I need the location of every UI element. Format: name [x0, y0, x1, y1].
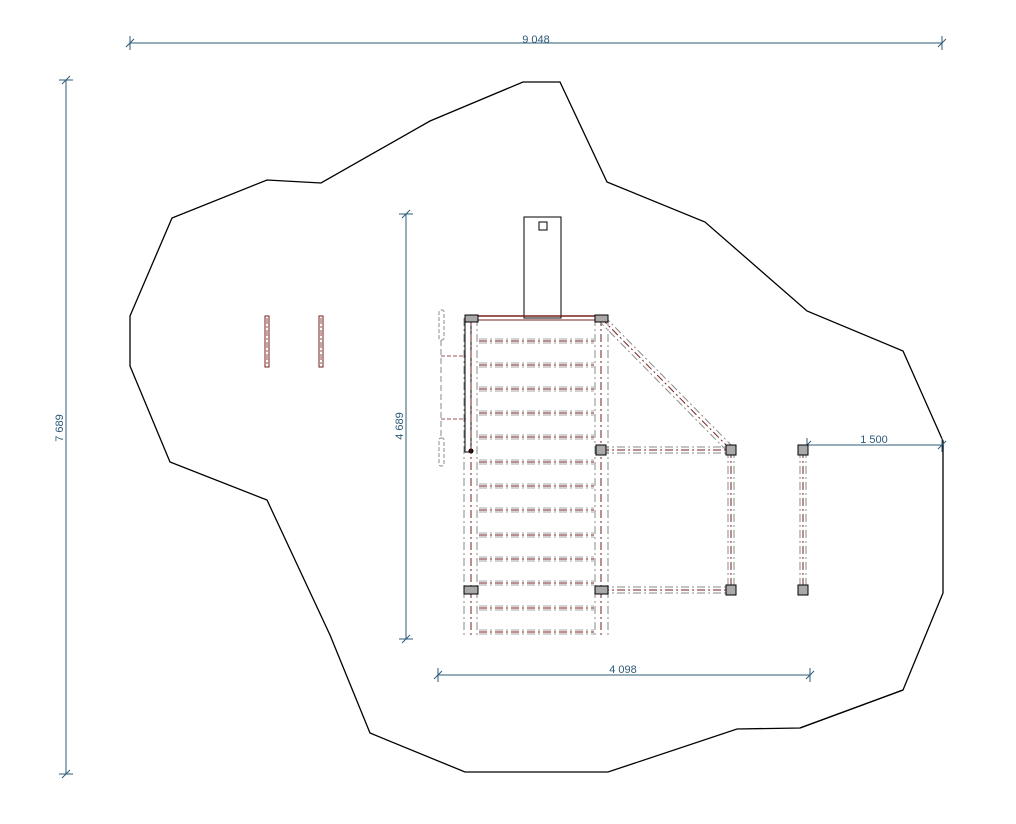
dimension-label-overall-width: 9 048 — [522, 34, 550, 46]
dimension-structure-width: 4 098 — [433, 664, 815, 682]
post-top-left — [464, 314, 479, 323]
post-bottom-right — [594, 585, 609, 595]
freestanding-post-pair — [264, 315, 324, 368]
dimension-overall-width: 9 048 — [125, 34, 947, 50]
deck-frame — [463, 315, 609, 638]
dimension-label-structure-height: 4 689 — [394, 412, 406, 440]
post-top-right — [594, 314, 609, 323]
posts — [463, 314, 809, 596]
side-frame-beams — [597, 315, 807, 594]
dimension-label-structure-width: 4 098 — [609, 664, 637, 676]
slide-platform-extension — [523, 216, 562, 319]
post-bottom-outer — [725, 584, 737, 596]
deck-boards — [479, 338, 594, 635]
ladder-rail — [464, 319, 474, 454]
dimension-structure-height: 4 689 — [394, 209, 413, 644]
handrail-outline — [438, 309, 466, 467]
post-bottom-far — [797, 584, 809, 596]
dimension-label-overall-height: 7 689 — [54, 414, 66, 442]
dimension-offset-right: 1 500 — [802, 434, 947, 452]
dimension-overall-height: 7 689 — [54, 75, 73, 779]
post-bottom-left — [463, 585, 479, 595]
site-boundary-notch — [799, 689, 904, 729]
post-mid-right — [595, 444, 607, 456]
post-mid-outer — [725, 444, 737, 456]
dimension-label-offset-right: 1 500 — [860, 434, 888, 446]
site-boundary — [129, 81, 944, 773]
post-mid-far — [797, 444, 809, 456]
